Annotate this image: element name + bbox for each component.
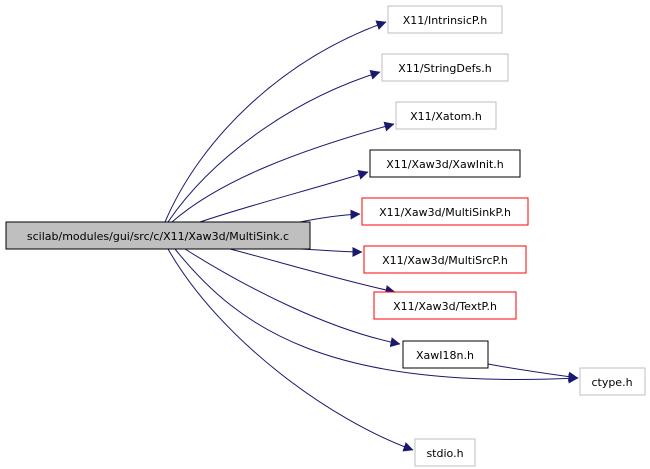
edge-multisink-to-stringdefs	[167, 70, 381, 223]
node-label: X11/Xaw3d/MultiSrcP.h	[382, 254, 508, 267]
node-label: XawI18n.h	[416, 349, 474, 362]
node-xatom[interactable]: X11/Xatom.h	[395, 101, 497, 130]
node-box	[361, 197, 529, 226]
root-node-box	[5, 221, 311, 250]
edge-multisink-to-textp	[229, 248, 396, 295]
node-label: X11/Xaw3d/XawInit.h	[386, 158, 504, 171]
node-box	[579, 367, 646, 396]
node-textp[interactable]: X11/Xaw3d/TextP.h	[373, 291, 517, 320]
node-box	[381, 53, 509, 82]
node-multisrcp[interactable]: X11/Xaw3d/MultiSrcP.h	[363, 245, 527, 274]
node-box	[402, 340, 489, 369]
node-label: ctype.h	[591, 376, 632, 389]
node-label: X11/Xaw3d/TextP.h	[393, 300, 497, 313]
edge-multisink-to-xawinit	[199, 170, 369, 223]
node-box	[414, 438, 476, 467]
node-stringdefs[interactable]: X11/StringDefs.h	[381, 53, 509, 82]
node-label: X11/Xatom.h	[410, 110, 482, 123]
edge-xawi18n-to-ctype	[487, 363, 579, 382]
edge-multisink-to-xawi18n	[184, 248, 401, 348]
node-box	[387, 5, 503, 34]
node-multisinkp[interactable]: X11/Xaw3d/MultiSinkP.h	[361, 197, 529, 226]
root-node[interactable]: scilab/modules/gui/src/c/X11/Xaw3d/Multi…	[5, 221, 311, 250]
node-xawinit[interactable]: X11/Xaw3d/XawInit.h	[369, 149, 521, 178]
edge-multisink-to-xatom	[171, 121, 395, 223]
node-label: X11/IntrinsicP.h	[403, 14, 488, 27]
edge-multisink-to-stdio	[167, 248, 414, 452]
node-label: X11/Xaw3d/MultiSinkP.h	[379, 206, 511, 219]
node-xawi18n[interactable]: XawI18n.h	[402, 340, 489, 369]
node-label: stdio.h	[426, 447, 463, 460]
root-node-label: scilab/modules/gui/src/c/X11/Xaw3d/Multi…	[27, 230, 289, 243]
node-box	[369, 149, 521, 178]
edge-multisink-to-intrinsicp	[164, 20, 387, 223]
node-box	[363, 245, 527, 274]
node-label: X11/StringDefs.h	[398, 62, 491, 75]
node-ctype[interactable]: ctype.h	[579, 367, 646, 396]
edge-multisink-to-multisinkp	[299, 209, 361, 223]
dependency-nodes: X11/IntrinsicP.h X11/StringDefs.h X11/Xa…	[361, 5, 646, 467]
node-intrinsicp[interactable]: X11/IntrinsicP.h	[387, 5, 503, 34]
node-stdio[interactable]: stdio.h	[414, 438, 476, 467]
edge-multisink-to-ctype	[174, 248, 579, 384]
node-box	[373, 291, 517, 320]
node-box	[395, 101, 497, 130]
